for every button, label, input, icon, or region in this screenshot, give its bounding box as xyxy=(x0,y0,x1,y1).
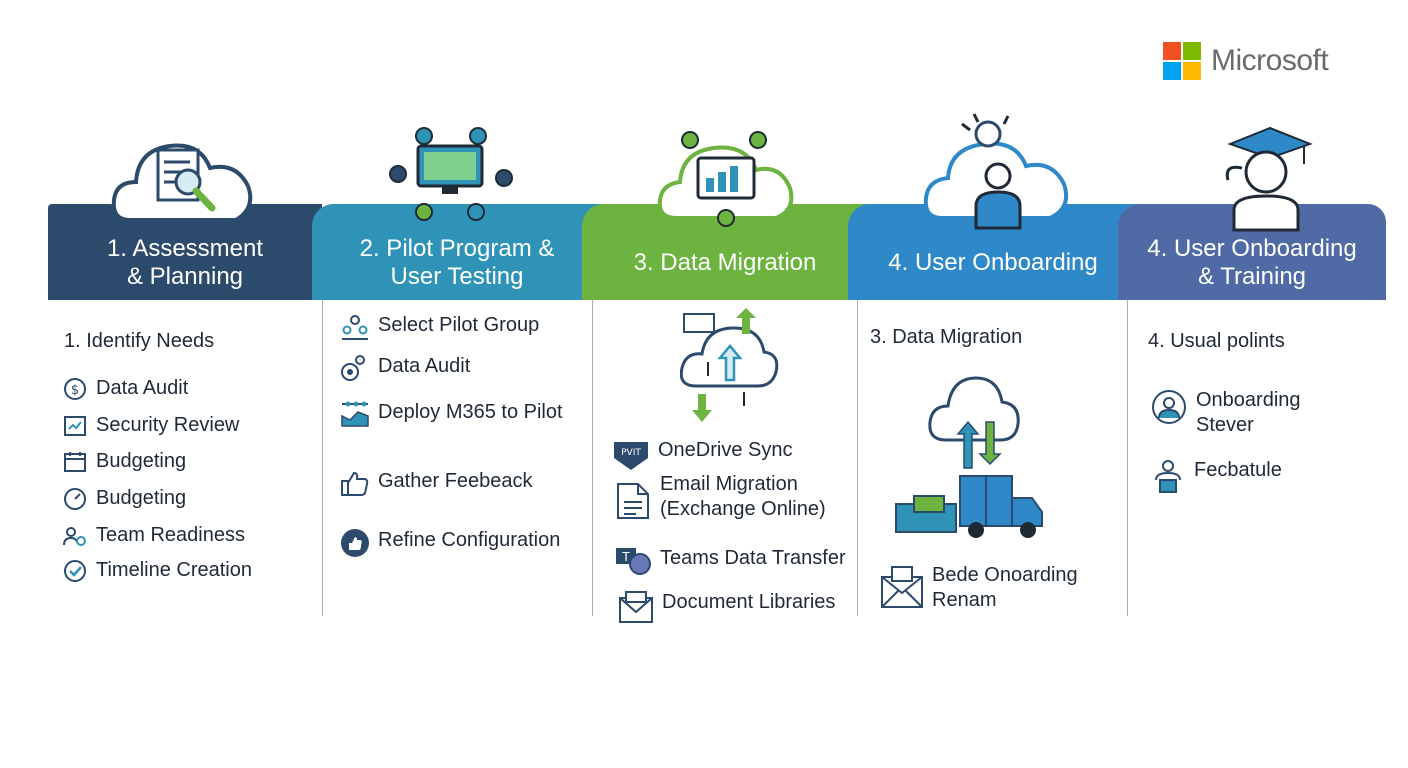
phase-1-item-label: Team Readiness xyxy=(96,524,245,546)
phase-1-item: $ Data Audit xyxy=(62,376,188,402)
column-divider xyxy=(322,300,323,616)
column-divider xyxy=(1127,300,1128,616)
phase-2-item-label: Refine Configuration xyxy=(378,529,561,551)
calendar-icon xyxy=(64,452,86,472)
document-icon xyxy=(617,483,649,519)
phase-2-title: 2. Pilot Program & User Testing xyxy=(359,235,555,290)
pilot-team-icon xyxy=(389,127,513,221)
phase-1-item: Budgeting xyxy=(62,486,186,512)
migration-cloud-icon xyxy=(657,131,794,227)
phase-2-item: Deploy M365 to Pilot xyxy=(340,400,563,428)
phase-4-header: 4. User Onboarding xyxy=(848,204,1138,300)
phase-4-title: 4. User Onboarding xyxy=(888,249,1098,276)
phase-2-item: Select Pilot Group xyxy=(340,313,539,341)
person-desk-icon xyxy=(1155,460,1181,493)
coin-people-icon xyxy=(341,355,365,381)
phase-4-item-label: Bede Onoarding Renam xyxy=(932,564,1078,611)
phase-5-item-label: Fecbatule xyxy=(1194,459,1282,481)
envelope-icon xyxy=(881,566,923,608)
phase-3-title: 3. Data Migration xyxy=(633,249,817,276)
team-gear-icon xyxy=(63,527,86,546)
phase-5-item: Onboarding Stever xyxy=(1150,388,1301,438)
graduate-icon xyxy=(1225,126,1313,232)
svg-text:T: T xyxy=(621,550,630,564)
phase-1-item: Team Readiness xyxy=(62,523,245,549)
sync-cloud-icon xyxy=(680,308,779,422)
people-group-icon xyxy=(342,315,368,340)
column-divider xyxy=(592,300,593,616)
phase-1-item-label: Security Review xyxy=(96,414,240,436)
phase-1-subtitle: 1. Identify Needs xyxy=(64,330,215,352)
gauge-icon xyxy=(64,488,86,510)
deploy-chart-icon xyxy=(341,401,369,427)
assessment-cloud-icon xyxy=(111,143,253,222)
phase-3-item-label: Document Libraries xyxy=(662,591,836,613)
brand-name: Microsoft xyxy=(1211,44,1329,77)
microsoft-logo-icon xyxy=(1163,42,1201,80)
dollar-circle-icon: $ xyxy=(64,378,86,400)
column-divider xyxy=(857,300,858,616)
phase-5-item: Fecbatule xyxy=(1150,458,1282,494)
phase-3-item-label: Email Migration (Exchange Online) xyxy=(660,473,826,520)
phase-2-item: Gather Feebeack xyxy=(340,469,533,497)
phase-1-item-label: Budgeting xyxy=(96,487,187,509)
phase-1-item: Security Review xyxy=(62,413,239,439)
phase-3-header: 3. Data Migration xyxy=(582,204,868,300)
phase-1-title: 1. Assessment & Planning xyxy=(106,235,264,290)
thumbs-up-icon xyxy=(341,471,369,496)
phase-1-item-label: Budgeting xyxy=(96,450,187,472)
envelope-icon xyxy=(619,591,653,623)
like-badge-icon xyxy=(341,529,369,557)
phase-2-item-label: Deploy M365 to Pilot xyxy=(378,401,563,423)
phase-2-header: 2. Pilot Program & User Testing xyxy=(312,204,602,300)
pvit-badge-text: PVIT xyxy=(621,448,641,458)
phase-2-item-label: Gather Feebeack xyxy=(378,470,533,492)
phase-5-title: 4. User Onboarding & Training xyxy=(1147,235,1357,290)
phase-3-item: T Teams Data Transfer xyxy=(614,546,846,576)
checkmark-circle-icon xyxy=(64,560,86,582)
svg-text:$: $ xyxy=(71,383,79,398)
phase-3-item: PVIT OneDrive Sync xyxy=(612,438,793,472)
phase-3-item-label: Teams Data Transfer xyxy=(660,547,846,569)
phase-1-item: Timeline Creation xyxy=(62,558,252,584)
phase-5-item-label: Onboarding Stever xyxy=(1196,389,1301,436)
phase-1-item-label: Timeline Creation xyxy=(96,559,252,581)
phase-3-item: Document Libraries xyxy=(618,590,835,624)
phase-2-item: Refine Configuration xyxy=(340,528,560,558)
teams-icon: T xyxy=(616,548,651,575)
data-transfer-truck-icon xyxy=(895,376,1043,538)
phase-4-subtitle: 3. Data Migration xyxy=(870,326,1023,348)
person-badge-icon xyxy=(1152,390,1186,424)
phase-5-subtitle: 4. Usual polints xyxy=(1148,330,1285,352)
phase-2-item-label: Data Audit xyxy=(378,355,471,377)
chart-check-icon xyxy=(64,416,86,436)
phase-2-item-label: Select Pilot Group xyxy=(378,314,540,336)
microsoft-logo: Microsoft xyxy=(1163,42,1329,80)
phase-3-item: Email Migration (Exchange Online) xyxy=(614,472,826,522)
pvit-badge-icon: PVIT xyxy=(614,442,648,470)
phase-1-item: Budgeting xyxy=(62,449,186,475)
phase-4-item: Bede Onoarding Renam xyxy=(880,563,1078,613)
onboarding-cloud-icon xyxy=(923,113,1069,230)
phase-5-header: 4. User Onboarding & Training xyxy=(1118,204,1386,300)
phase-1-item-label: Data Audit xyxy=(96,377,189,399)
phase-2-item: Data Audit xyxy=(340,354,470,382)
phase-3-item-label: OneDrive Sync xyxy=(658,439,793,461)
